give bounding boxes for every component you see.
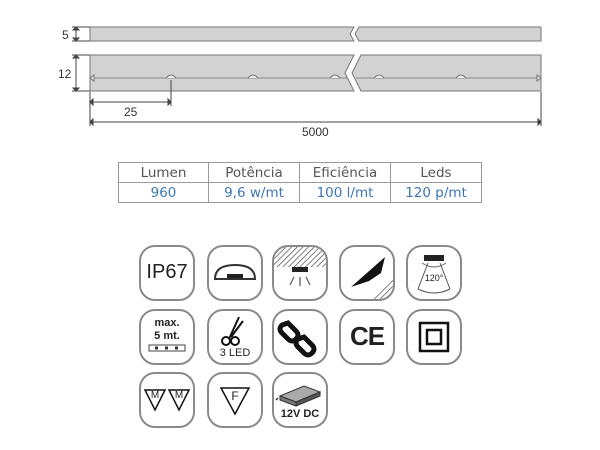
scissors-cut-icon: 3 LED — [207, 309, 263, 365]
f-label: F — [231, 389, 239, 403]
dim-spacing: 25 — [124, 105, 138, 119]
led-markers — [89, 74, 542, 82]
spec-header-efficiency: Eficiência — [299, 162, 391, 183]
link-connector-icon — [272, 309, 328, 365]
bend-corner-icon — [339, 245, 395, 301]
dome-profile-icon — [207, 245, 263, 301]
power-supply-icon: 12V DC — [272, 372, 328, 428]
spec-header-row: Lumen Potência Eficiência Leds — [118, 162, 482, 183]
beam-angle-label: 120° — [424, 273, 444, 283]
dim-height-top: 5 — [62, 28, 69, 42]
voltage-label: 12V DC — [280, 408, 320, 420]
ip-rating-label: IP67 — [146, 261, 188, 283]
spec-header-power: Potência — [208, 162, 300, 183]
ce-mark-icon: CE — [339, 309, 395, 365]
spec-value-power: 9,6 w/mt — [208, 182, 300, 203]
max-length-label: 5 mt. — [154, 330, 180, 342]
ip67-icon: IP67 — [139, 245, 195, 301]
max-length-icon: max. 5 mt. — [139, 309, 195, 365]
m-label-left: M — [150, 390, 160, 401]
strip-side-view — [89, 54, 542, 92]
m-label-right: M — [174, 390, 184, 401]
dim-height-bottom: 12 — [58, 67, 72, 81]
ce-mark-label: CE — [349, 321, 385, 351]
strip-top-view — [89, 26, 542, 42]
diffuser-light-icon — [272, 245, 328, 301]
beam-angle-icon: 120° — [406, 245, 462, 301]
dim-length: 5000 — [302, 125, 329, 139]
spec-value-leds: 120 p/mt — [390, 182, 482, 203]
spec-header-lumen: Lumen — [118, 162, 209, 183]
spec-table: Lumen Potência Eficiência Leds 960 9,6 w… — [118, 162, 482, 203]
max-label: max. — [154, 317, 180, 329]
double-insulation-icon — [406, 309, 462, 365]
spec-value-row: 960 9,6 w/mt 100 l/mt 120 p/mt — [118, 182, 482, 203]
spec-value-lumen: 960 — [118, 182, 209, 203]
profile-drawing — [71, 26, 542, 127]
spec-header-leds: Leds — [390, 162, 482, 183]
f-mark-icon: F — [207, 372, 263, 428]
cut-led-label: 3 LED — [219, 347, 251, 359]
mm-mark-icon: M M — [139, 372, 195, 428]
spec-value-efficiency: 100 l/mt — [299, 182, 391, 203]
